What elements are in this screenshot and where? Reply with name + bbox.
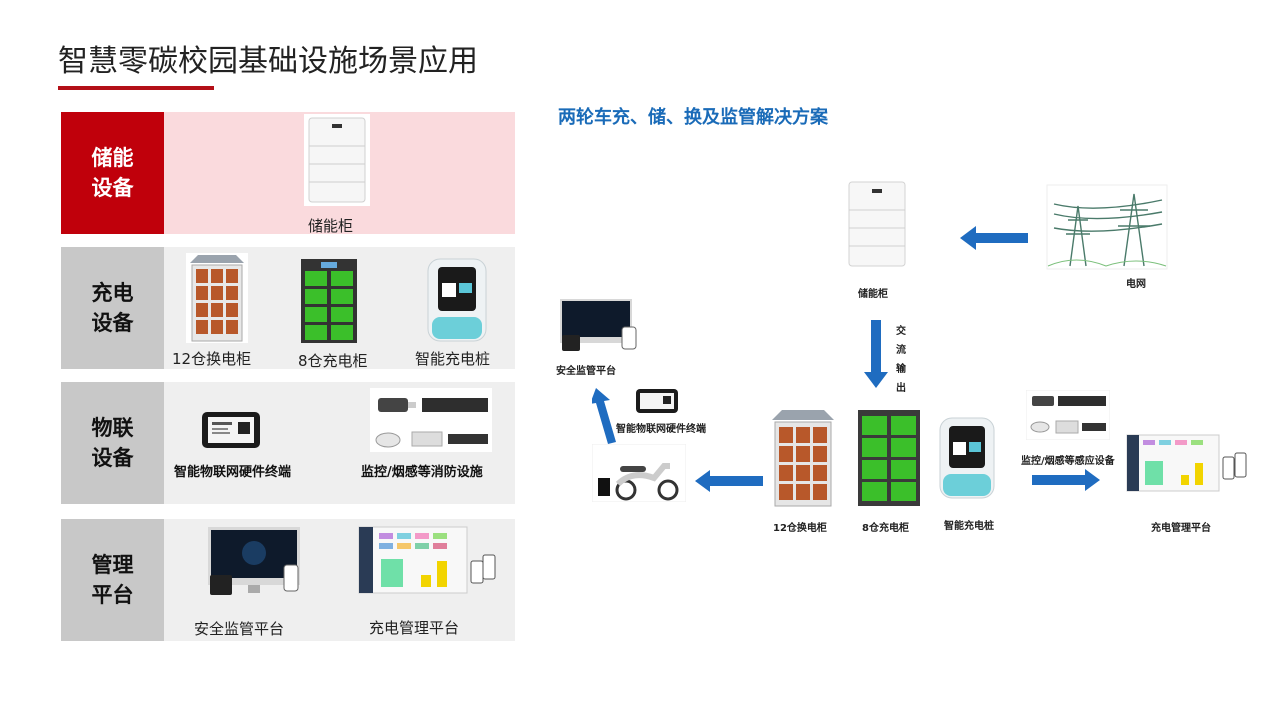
arrow-cabinet-to-scooter	[695, 470, 763, 492]
electric-scooter-image	[592, 444, 686, 502]
diagram-charge-platform	[1126, 434, 1247, 492]
diagram-grid-label: 电网	[1126, 279, 1146, 290]
diagram-monitor-label: 监控/烟感等感应设备	[1021, 456, 1115, 467]
solution-diagram: 储能柜 电网 交 流 输 出 12仓	[540, 150, 1260, 550]
diagram-charge-platform-label: 充电管理平台	[1151, 523, 1211, 534]
diagram-charging-pile	[939, 417, 995, 499]
diagram-charge-cabinet	[858, 410, 920, 506]
item-iot-terminal: 智能物联网硬件终端	[174, 465, 292, 480]
charging-pile-image	[427, 258, 487, 342]
item-swap-cabinet: 12仓换电柜	[172, 350, 252, 368]
safety-platform-image	[208, 527, 300, 595]
page-title: 智慧零碳校园基础设施场景应用	[58, 44, 478, 79]
category-label: 充电设备	[61, 247, 164, 369]
diagram-pile-label: 智能充电桩	[944, 521, 994, 532]
category-charging: 充电设备	[61, 247, 515, 370]
arrow-ac-output-down	[864, 320, 888, 388]
fire-safety-devices-image	[370, 388, 492, 452]
item-fire-safety: 监控/烟感等消防设施	[361, 465, 483, 480]
arrow-scooter-to-platform	[592, 388, 616, 444]
category-label: 物联设备	[61, 382, 164, 504]
category-body: 储能柜	[164, 112, 515, 235]
diagram-charge-label: 8仓充电柜	[862, 523, 909, 534]
arrow-monitor-to-platform	[1032, 469, 1100, 491]
title-underline	[58, 86, 214, 90]
storage-cabinet-image	[304, 114, 370, 206]
swap-cabinet-image	[186, 253, 248, 343]
category-label: 管理平台	[61, 519, 164, 641]
diagram-iot-terminal	[636, 389, 678, 413]
diagram-safety-platform-label: 安全监管平台	[556, 366, 616, 377]
category-body: 安全监管平台 充电管理平台	[164, 519, 515, 641]
diagram-storage-label: 储能柜	[858, 289, 888, 300]
diagram-storage-cabinet	[845, 178, 909, 270]
diagram-swap-cabinet	[770, 408, 836, 508]
charge-platform-image	[358, 526, 496, 594]
category-iot: 物联设备 智能物联网硬件终端 监控/烟感等消防设施	[61, 382, 515, 504]
item-charge-cabinet: 8仓充电柜	[298, 352, 368, 370]
ac-output-label: 交 流 输 出	[896, 326, 906, 394]
diagram-swap-label: 12仓换电柜	[773, 523, 827, 534]
item-safety-platform: 安全监管平台	[194, 620, 285, 638]
diagram-safety-platform	[558, 297, 640, 353]
item-charging-pile: 智能充电桩	[415, 350, 491, 368]
category-body: 智能物联网硬件终端 监控/烟感等消防设施	[164, 382, 515, 504]
item-charge-platform: 充电管理平台	[369, 619, 460, 637]
solution-subtitle: 两轮车充、储、换及监管解决方案	[558, 107, 828, 128]
diagram-monitor-devices	[1026, 390, 1110, 440]
category-platform: 管理平台 安全监管平台 充电管理平台	[61, 519, 515, 641]
category-label: 储能设备	[61, 112, 164, 234]
power-grid-image	[1046, 184, 1168, 270]
charge-cabinet-image	[301, 259, 357, 343]
item-storage-cabinet: 储能柜	[308, 217, 354, 235]
iot-terminal-image	[202, 412, 260, 448]
arrow-grid-to-storage	[960, 226, 1028, 250]
diagram-iot-label: 智能物联网硬件终端	[616, 424, 706, 435]
category-storage: 储能设备 储能柜	[61, 112, 515, 235]
category-body: 12仓换电柜 8仓充电柜 智能充电桩	[164, 247, 515, 370]
